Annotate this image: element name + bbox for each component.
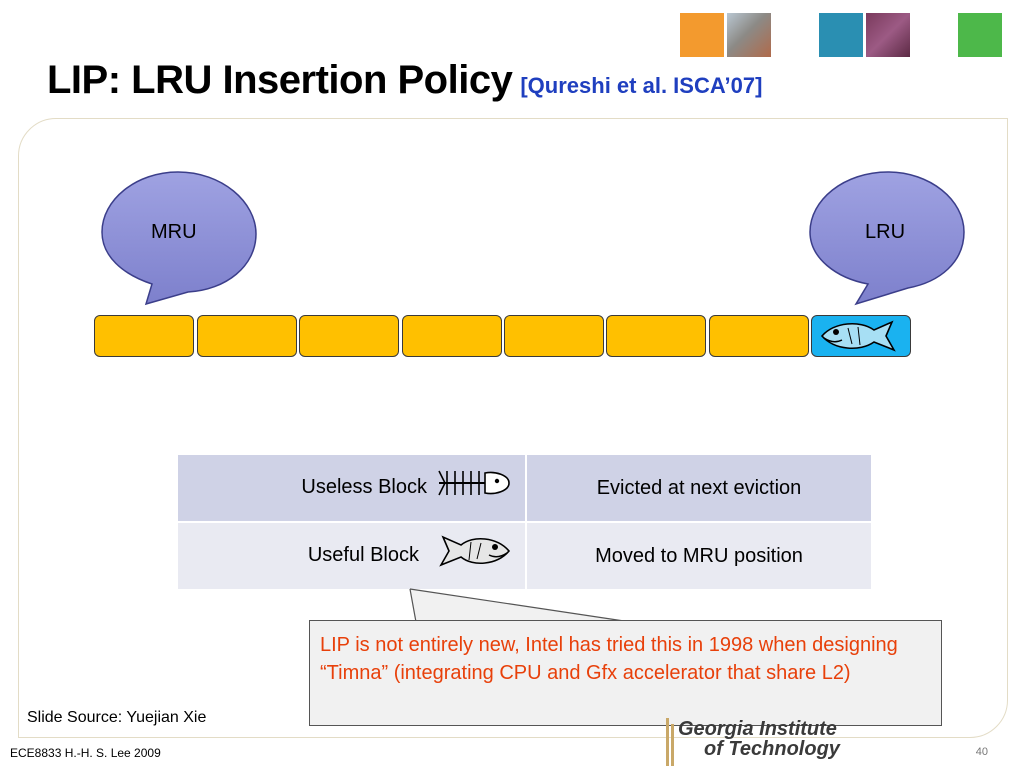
- cache-block: [197, 315, 297, 357]
- cache-block: [94, 315, 194, 357]
- logo-text-line1: Georgia Institute: [678, 718, 837, 740]
- cache-set: [94, 315, 916, 359]
- note-callout-pointer: [409, 588, 625, 623]
- header-decor-orange: [680, 13, 724, 57]
- mru-callout-bubble: [101, 171, 257, 306]
- logo-text-line2: of Technology: [704, 738, 840, 760]
- useful-block-label: Useful Block: [307, 544, 419, 566]
- table-row: Useless Block Evicted at next eviction: [176, 453, 873, 523]
- title-citation: [Qureshi et al. ISCA’07]: [520, 73, 763, 98]
- lru-callout-bubble: [809, 171, 965, 306]
- cache-block: [606, 315, 706, 357]
- useful-block-description: Moved to MRU position: [525, 521, 873, 591]
- cache-block-lru: [811, 315, 911, 357]
- note-callout: LIP is not entirely new, Intel has tried…: [309, 620, 942, 726]
- header-decor-teal: [819, 13, 863, 57]
- logo-mark: [666, 718, 674, 766]
- fish-icon: [439, 535, 511, 567]
- cache-block: [709, 315, 809, 357]
- header-decor-photo-building: [727, 13, 771, 57]
- header-decor-photo-circuit: [866, 13, 910, 57]
- header-decor-green: [958, 13, 1002, 57]
- table-cell-label: Useful Block: [176, 521, 527, 591]
- georgia-tech-logo: Georgia Institute of Technology: [664, 716, 874, 768]
- table-cell-label: Useless Block: [176, 453, 527, 523]
- fish-icon: [820, 320, 896, 352]
- cache-block: [402, 315, 502, 357]
- policy-table: Useless Block Evicted at next eviction U…: [176, 453, 873, 591]
- title-text: LIP: LRU Insertion Policy: [47, 58, 513, 102]
- page-number: 40: [975, 746, 988, 758]
- useless-block-description: Evicted at next eviction: [525, 453, 873, 523]
- useless-block-label: Useless Block: [301, 476, 427, 498]
- cache-block: [299, 315, 399, 357]
- table-row: Useful Block Moved to MRU position: [176, 521, 873, 591]
- mru-label: MRU: [151, 221, 197, 243]
- page-title: LIP: LRU Insertion Policy [Qureshi et al.…: [47, 58, 762, 106]
- cache-block: [504, 315, 604, 357]
- fish-skeleton-icon: [438, 470, 510, 496]
- footer-text: ECE8833 H.-H. S. Lee 2009: [10, 746, 161, 760]
- slide-source: Slide Source: Yuejian Xie: [27, 709, 207, 726]
- lru-label: LRU: [865, 221, 906, 243]
